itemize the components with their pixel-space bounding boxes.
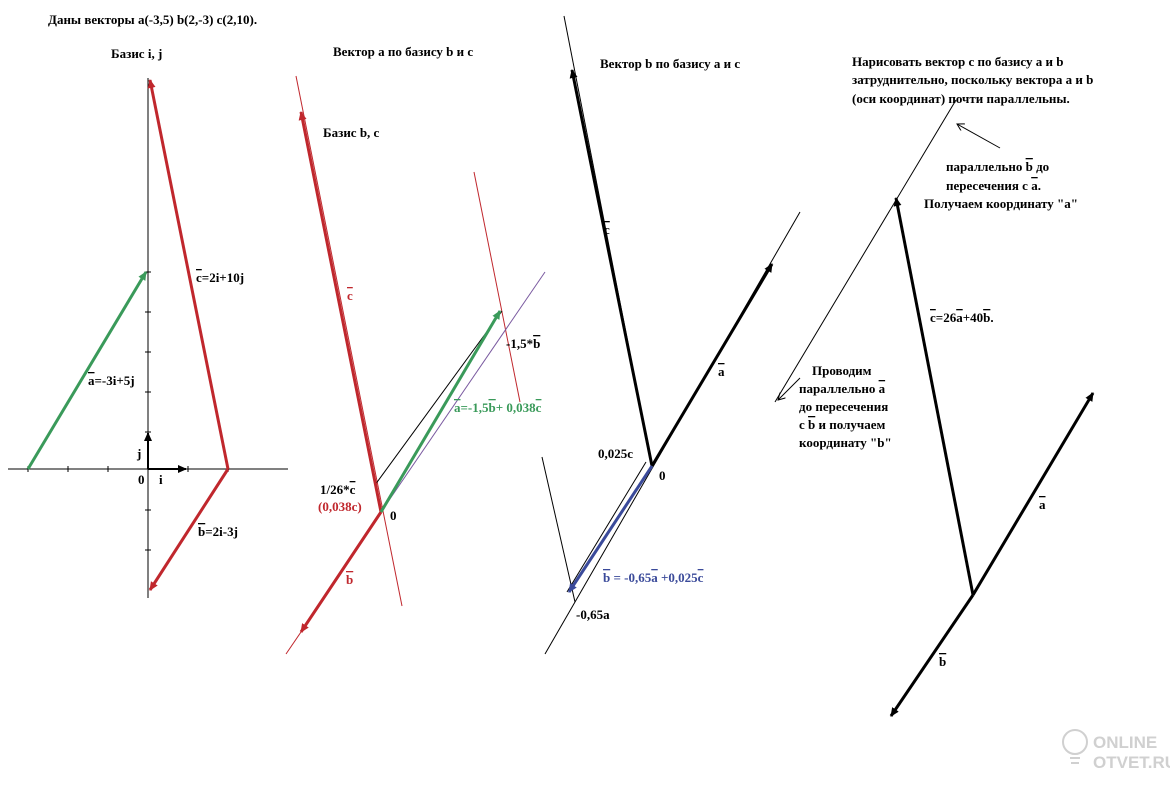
b-direction-line [380, 271, 546, 513]
panel3-vector-a-arrow [650, 263, 774, 467]
vector-a-label: a=-3i+5j [88, 373, 135, 388]
panel4-parallel-b-line-1: параллельно b до [946, 159, 1049, 174]
vector-c-label: c=2i+10j [196, 270, 244, 285]
panel4-b-label: b [939, 654, 946, 669]
panel4-vector-a-arrow [971, 392, 1095, 596]
panel3-c-coef: 0,025c [598, 446, 633, 461]
panel4-a-label: a [1039, 497, 1046, 512]
panel2-c-fraction: 1/26*c [320, 482, 356, 497]
vector-c-arrow [147, 79, 230, 470]
panel2-b-coef: -1,5*b [506, 336, 540, 351]
panel4-c-expression: c=26a+40b. [930, 310, 994, 325]
watermark-line-2: OTVET.RU [1093, 753, 1170, 772]
panel4-parallel-b-line-3: Получаем координату "а" [924, 196, 1078, 211]
panel2-c-label: c [347, 288, 353, 303]
panel4-vector-c-arrow [893, 197, 975, 596]
panel3-vector-b-arrow [567, 465, 654, 593]
panel3-construction-line [566, 461, 647, 593]
panel2-vector-b-arrow [299, 511, 383, 633]
panel3-b-expression: b = -0,65a +0,025c [603, 570, 704, 585]
panel4-pointer-down [778, 377, 801, 400]
construction-line [374, 310, 503, 486]
panel4-note-line-3: (оси координат) почти параллельны. [852, 91, 1070, 106]
vector-b-arrow [148, 468, 230, 591]
panel3-c-label: c [604, 222, 610, 237]
panel-b-in-ac: Вектор b по базису a и c c a 0 0,025c -0… [541, 15, 801, 655]
panel4-note-line-2: затруднительно, поскольку вектора а и b [852, 72, 1093, 87]
panel4-vector-b-arrow [889, 594, 975, 717]
panel3-vector-c-arrow [569, 69, 654, 467]
panel-a-in-bc: Вектор a по базису b и c Базис b, c c b … [285, 44, 546, 655]
panel2-subtitle: Базис b, c [323, 125, 380, 140]
panel3-title: Вектор b по базису a и c [600, 56, 740, 71]
panel4-parallel-a-line-2: параллельно a [799, 381, 886, 396]
panel3-parallel-line [541, 456, 576, 603]
panel2-b-label: b [346, 572, 353, 587]
vector-a-arrow [26, 271, 148, 470]
watermark-line-1: ONLINE [1093, 733, 1157, 752]
unit-j-label: j [136, 446, 141, 461]
panel-c-in-ab: Нарисовать вектор с по базису а и b затр… [774, 54, 1095, 717]
panel2-vector-a-arrow [379, 310, 502, 513]
panel2-title: Вектор a по базису b и c [333, 44, 473, 59]
panel4-parallel-b-line-2: пересечения с a. [946, 178, 1041, 193]
panel3-origin-label: 0 [659, 468, 666, 483]
panel4-parallel-a-line-4: с b и получаем [799, 417, 885, 432]
panel3-a-label: a [718, 364, 725, 379]
header-title: Даны векторы a(-3,5) b(2,-3) c(2,10). [48, 12, 257, 27]
panel2-origin-label: 0 [390, 508, 397, 523]
lightbulb-icon [1062, 729, 1088, 764]
panel-basis-ij: Базис i, j j 0 i c=2i+10j a= [8, 46, 288, 598]
panel2-a-expression: a=-1,5b+ 0,038c [454, 400, 542, 415]
origin-label-1: 0 [138, 472, 145, 487]
panel2-c-fraction-value: (0,038c) [318, 499, 362, 514]
panel4-parallel-a-line-1: Проводим [812, 363, 872, 378]
c-parallel-line [473, 171, 521, 403]
vector-b-label: b=2i-3j [198, 524, 238, 539]
unit-i-label: i [159, 472, 163, 487]
panel4-pointer-up [957, 124, 1001, 149]
watermark-logo: ONLINE OTVET.RU [1062, 729, 1170, 772]
panel3-a-coef: -0,65a [576, 607, 610, 622]
c-axis-line [295, 75, 403, 607]
panel4-parallel-a-line-5: координату "b" [799, 435, 892, 450]
b-axis-extension [285, 631, 302, 655]
panel2-vector-c-arrow [298, 111, 383, 513]
panel4-note-line-1: Нарисовать вектор с по базису а и b [852, 54, 1064, 69]
panel4-parallel-a-line-3: до пересечения [799, 399, 888, 414]
panel1-title: Базис i, j [111, 46, 162, 61]
panel4-construction-line [774, 99, 957, 403]
